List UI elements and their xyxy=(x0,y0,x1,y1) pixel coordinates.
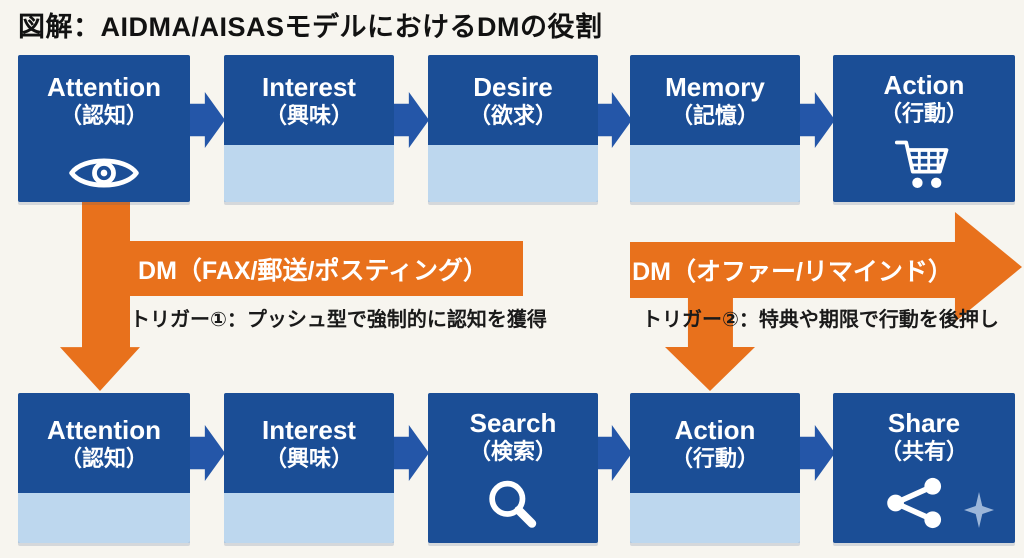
box-light-area xyxy=(224,493,394,543)
step-jp-label: （行動） xyxy=(670,445,759,471)
box-light-area xyxy=(224,145,394,202)
step-jp-label: （興味） xyxy=(264,445,353,471)
step-en-label: Interest xyxy=(262,414,356,445)
magnifier-icon xyxy=(489,480,537,528)
box-light-area xyxy=(630,145,800,202)
aisas-step-share: Share （共有） xyxy=(833,393,1015,543)
step-text: Interest （興味） xyxy=(224,55,394,145)
flow-arrow-icon xyxy=(189,425,225,481)
step-text: Share （共有） xyxy=(833,393,1015,479)
dm-push-banner-label: DM（FAX/郵送/ポスティング） xyxy=(138,256,488,285)
flow-arrow-icon xyxy=(596,92,632,148)
step-text: Desire （欲求） xyxy=(428,55,598,145)
share-nodes-icon xyxy=(887,477,942,529)
step-en-label: Action xyxy=(674,414,756,445)
step-en-label: Attention xyxy=(46,71,162,102)
step-jp-label: （欲求） xyxy=(468,102,557,128)
step-en-label: Search xyxy=(469,407,557,438)
flow-arrow-icon xyxy=(799,92,835,148)
aidma-step-action: Action （行動） xyxy=(833,55,1015,202)
aisas-step-search: Search （検索） xyxy=(428,393,598,543)
box-light-area xyxy=(630,493,800,543)
aisas-step-interest: Interest （興味） xyxy=(224,393,394,543)
step-en-label: Share xyxy=(887,407,961,438)
step-jp-label: （認知） xyxy=(59,102,148,128)
flow-arrow-icon xyxy=(596,425,632,481)
dm-pull-banner-body: DM（オファー/リマインド） xyxy=(630,242,955,298)
aidma-step-desire: Desire （欲求） xyxy=(428,55,598,202)
step-text: Action （行動） xyxy=(833,55,1015,141)
step-text: Attention （認知） xyxy=(18,55,190,145)
sparkle-icon xyxy=(964,492,994,528)
step-en-label: Attention xyxy=(46,414,162,445)
page-title: 図解：AIDMA/AISASモデルにおけるDMの役割 xyxy=(18,12,603,42)
step-jp-label: （検索） xyxy=(468,438,557,464)
step-jp-label: （記憶） xyxy=(670,102,759,128)
aisas-step-attention: Attention （認知） xyxy=(18,393,190,543)
box-light-area xyxy=(428,145,598,202)
step-jp-label: （行動） xyxy=(879,100,968,126)
aidma-step-attention: Attention （認知） xyxy=(18,55,190,202)
step-jp-label: （興味） xyxy=(264,102,353,128)
step-text: Attention （認知） xyxy=(18,393,190,493)
step-jp-label: （共有） xyxy=(879,438,968,464)
flow-arrow-icon xyxy=(393,92,429,148)
eye-icon xyxy=(69,158,139,188)
dm-push-trigger-text: トリガー①：プッシュ型で強制的に認知を獲得 xyxy=(130,309,547,331)
box-light-area xyxy=(18,493,190,543)
step-jp-label: （認知） xyxy=(59,445,148,471)
step-text: Action （行動） xyxy=(630,393,800,493)
dm-pull-trigger-text: トリガー②：特典や期限で行動を後押し xyxy=(642,309,999,331)
dm-push-banner: DM（FAX/郵送/ポスティング） xyxy=(103,241,523,296)
step-en-label: Interest xyxy=(262,71,356,102)
dm-pull-banner-label: DM（オファー/リマインド） xyxy=(632,258,953,286)
step-en-label: Action xyxy=(883,69,965,100)
step-en-label: Memory xyxy=(665,71,765,102)
step-text: Search （検索） xyxy=(428,393,598,479)
aidma-step-memory: Memory （記憶） xyxy=(630,55,800,202)
step-text: Memory （記憶） xyxy=(630,55,800,145)
shopping-cart-icon xyxy=(894,140,949,188)
flow-arrow-icon xyxy=(393,425,429,481)
flow-arrow-icon xyxy=(189,92,225,148)
aidma-step-interest: Interest （興味） xyxy=(224,55,394,202)
step-text: Interest （興味） xyxy=(224,393,394,493)
flow-arrow-icon xyxy=(799,425,835,481)
aisas-step-action: Action （行動） xyxy=(630,393,800,543)
step-en-label: Desire xyxy=(473,71,553,102)
